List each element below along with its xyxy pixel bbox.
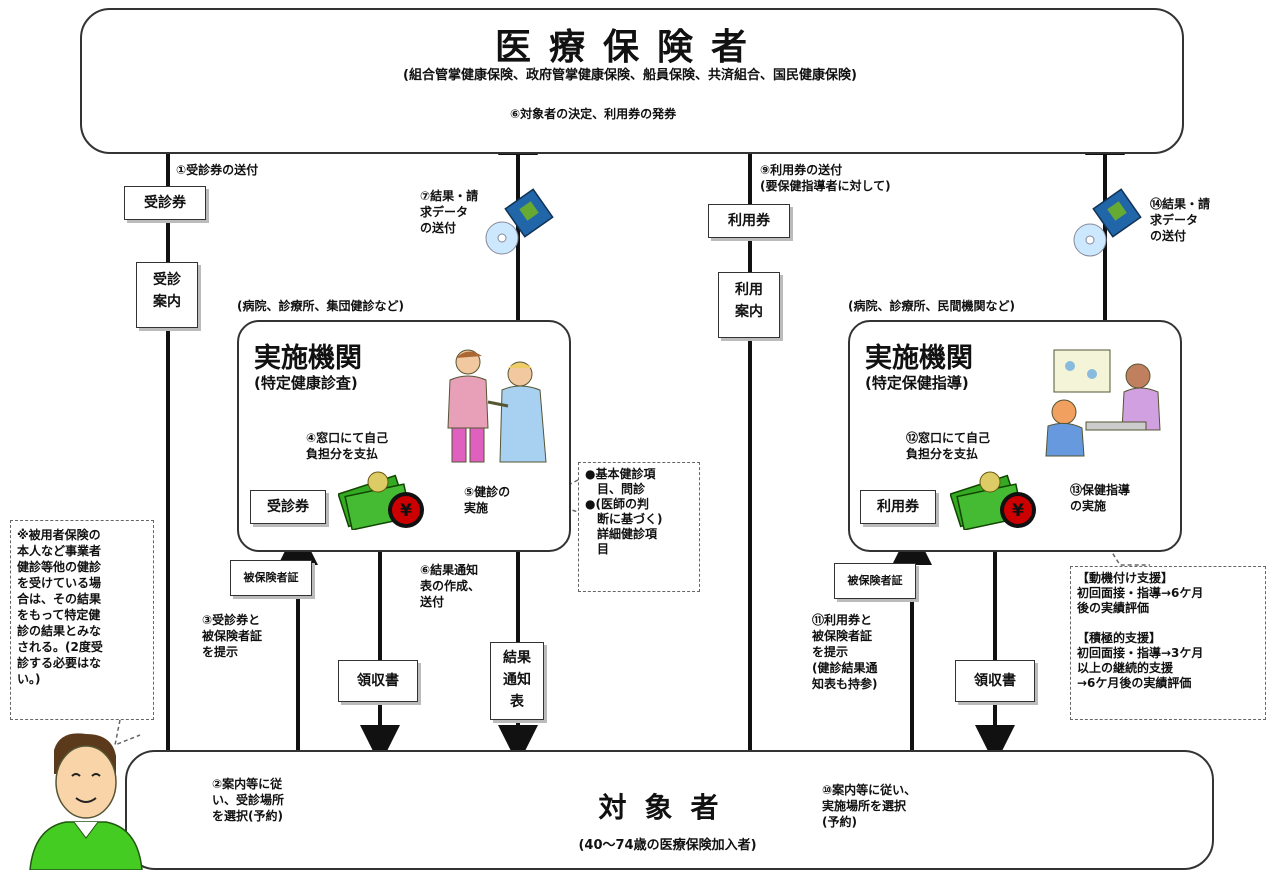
guidance-category: (病院、診療所、民間機関など) (848, 299, 1015, 313)
step-14: ⑭結果・請 求データ の送付 (1150, 197, 1211, 243)
doc-jushinken: 受診券 (124, 186, 206, 220)
money-icon: ¥ (950, 471, 1036, 530)
checkup-payment: ④窓口にて自己 負担分を支払 (306, 431, 389, 461)
step-2: ②案内等に従 い、受診場所 を選択(予約) (212, 777, 285, 823)
subject-box (125, 750, 1214, 870)
guidance-title: 実施機関 (865, 343, 973, 374)
checkup-subtitle: (特定健康診査) (254, 374, 358, 392)
center-label: ⑥対象者の決定、利用券の発券 (510, 107, 677, 121)
step-3: ③受診券と 被保険者証 を提示 (202, 613, 263, 659)
doc-riyouken: 利用券 (708, 204, 790, 238)
checkup-implement: ⑤健診の 実施 (464, 485, 511, 515)
step-9: ⑨利用券の送付 (要保健指導者に対して) (760, 163, 891, 193)
callout-pointer-3 (113, 719, 141, 747)
doc-kekka: 結果 通知 表 (490, 642, 544, 720)
disk-icon (1073, 188, 1142, 257)
guidance-implement: ⑬保健指導 の実施 (1070, 483, 1131, 513)
guidance-subtitle: (特定保健指導) (865, 374, 969, 392)
checkup-voucher: 受診券 (250, 490, 326, 524)
insurer-title: 医療保険者 (494, 27, 765, 68)
doc-ryoshusho-1: 領収書 (338, 660, 418, 702)
employee-note: ※被用者保険の 本人など事業者 健診等他の健診 を受けている場 合は、その結果 … (10, 520, 154, 720)
svg-text:¥: ¥ (1012, 501, 1024, 521)
checkup-items-note: ●基本健診項 目、問診 ●(医師の判 断に基づく) 詳細健診項 目 (578, 462, 700, 592)
step-10: ⑩案内等に従い、 実施場所を選択 (予約) (822, 783, 917, 829)
doc-jushin-annai: 受診 案内 (136, 262, 198, 328)
person-icon (29, 733, 143, 870)
guidance-voucher: 利用券 (860, 490, 936, 524)
step-7: ⑦結果・請 求データ の送付 (420, 189, 479, 235)
checkup-title: 実施機関 (254, 343, 362, 374)
guidance-payment: ⑫窓口にて自己 負担分を支払 (906, 431, 991, 461)
insurer-subtitle: (組合管掌健康保険、政府管掌健康保険、船員保険、共済組合、国民健康保険) (403, 68, 857, 83)
doc-hihokensha-2: 被保険者証 (834, 563, 916, 599)
disk-icon (485, 188, 554, 255)
doctor-patient-icon (447, 349, 547, 463)
doc-hihokensha-1: 被保険者証 (230, 560, 312, 596)
support-note: 【動機付け支援】 初回面接・指導→6ケ月 後の実績評価 【積極的支援】 初回面接… (1070, 566, 1266, 720)
step-6: ⑥結果通知 表の作成、 送付 (420, 563, 481, 609)
counseling-icon (1045, 349, 1161, 457)
step-1: ①受診券の送付 (176, 163, 259, 177)
checkup-category: (病院、診療所、集団健診など) (237, 299, 404, 313)
svg-text:¥: ¥ (400, 501, 412, 521)
money-icon: ¥ (338, 471, 424, 530)
insurer-box (80, 8, 1184, 154)
step-11: ⑪利用券と 被保険者証 を提示 (健診結果通 知表も持参) (812, 613, 878, 691)
doc-ryoshusho-2: 領収書 (955, 660, 1035, 702)
subject-title: 対象者 (598, 791, 737, 824)
subject-subtitle: (40～74歳の医療保険加入者) (578, 838, 757, 853)
doc-riyou-annai: 利用 案内 (718, 272, 780, 338)
